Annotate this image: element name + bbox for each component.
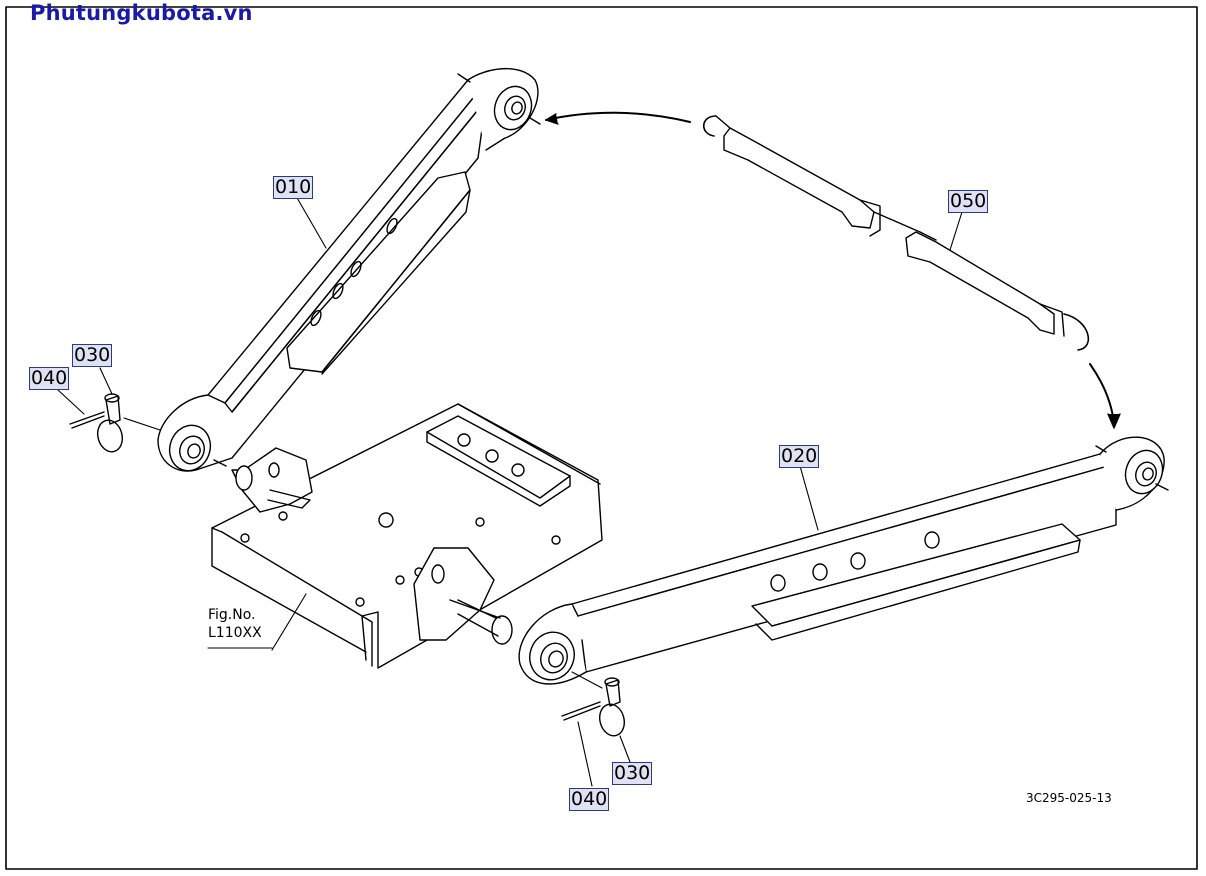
callout-040-bottom[interactable]: 040 — [569, 788, 610, 811]
direction-arrows — [545, 111, 1121, 429]
drawing-number: 3C295-025-13 — [1026, 791, 1112, 805]
callout-010[interactable]: 010 — [273, 176, 314, 199]
lower-link-020 — [518, 436, 1169, 685]
callout-020[interactable]: 020 — [779, 445, 820, 468]
drawing-frame — [5, 6, 1198, 870]
callout-040-top[interactable]: 040 — [29, 367, 70, 390]
figure-reference: Fig.No. L110XX — [208, 606, 262, 642]
pins-bottom — [561, 671, 631, 787]
pins-left — [57, 367, 161, 453]
lower-link-010 — [157, 67, 541, 472]
stabilizer-050 — [702, 115, 1089, 351]
callout-030-top[interactable]: 030 — [72, 344, 113, 367]
callout-050[interactable]: 050 — [948, 190, 989, 213]
bracket-assembly — [207, 403, 603, 669]
figure-reference-label: Fig.No. — [208, 607, 256, 623]
figure-reference-code: L110XX — [208, 625, 262, 641]
watermark-text: Phutungkubota.vn — [30, 1, 253, 25]
callout-030-bottom[interactable]: 030 — [612, 762, 653, 785]
